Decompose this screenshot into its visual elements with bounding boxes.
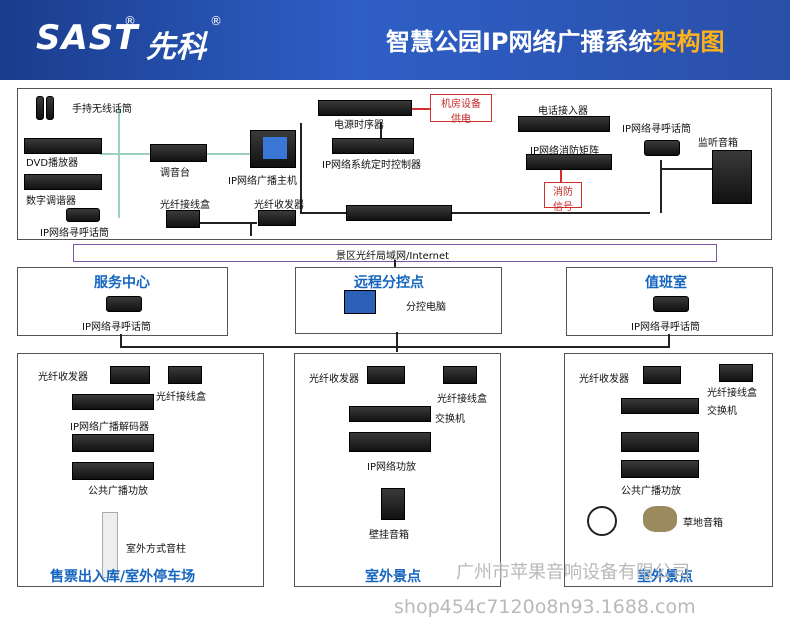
- remote-control-title: 远程分控点: [354, 275, 424, 291]
- bm-speaker: 壁挂音箱: [369, 530, 409, 541]
- paging-mic-icon-2: [644, 140, 680, 156]
- bm-switch: 交换机: [435, 414, 465, 425]
- monitor-speaker-icon: [712, 150, 752, 204]
- decoder-icon-bl: [72, 394, 154, 410]
- room-power-box: 机房设备供电: [430, 94, 492, 125]
- dvd-player-icon: [24, 138, 102, 154]
- fiber-box-icon: [166, 210, 200, 228]
- br-trx: 光纤收发器: [579, 374, 629, 385]
- service-center-box: 服务中心 IP网络寻呼话筒: [17, 267, 228, 336]
- amp2-icon-br: [621, 460, 699, 478]
- bottom-left-box: 光纤收发器 光纤接线盒 IP网络广播解码器 公共广播功放 室外方式音柱 售票出入…: [17, 353, 264, 587]
- label-phone: 电话接入器: [538, 106, 588, 117]
- bl-trx: 光纤收发器: [38, 372, 88, 383]
- br-amp: 公共广播功放: [621, 486, 681, 497]
- fire-signal-box: 消防信号: [544, 182, 582, 213]
- label-fire-matrix: IP网络消防矩阵: [530, 146, 599, 157]
- paging-mic-icon-3: [106, 296, 142, 312]
- bm-box: 光纤接线盒: [437, 394, 487, 405]
- wireless-mic-icon-2: [46, 96, 54, 120]
- mixer-icon: [150, 144, 207, 162]
- label-monitor: 监听音箱: [698, 138, 738, 149]
- paging-mic-icon-4: [653, 296, 689, 312]
- switch-icon-br: [621, 398, 699, 414]
- bm-caption: 室外景点: [365, 569, 421, 585]
- label-power-seq: 电源时序器: [334, 120, 384, 131]
- bl-decoder: IP网络广播解码器: [70, 422, 149, 433]
- timer-controller-icon: [332, 138, 414, 154]
- bottom-mid-box: 光纤收发器 光纤接线盒 交换机 IP网络功放 壁挂音箱 室外景点: [294, 353, 501, 587]
- network-switch-icon: [346, 205, 452, 221]
- page-title: 智慧公园IP网络广播系统架构图: [386, 28, 725, 56]
- fiber-box-icon-bl: [168, 366, 202, 384]
- label-wireless-mic: 手持无线话筒: [72, 104, 132, 115]
- fiber-box-icon-bm: [443, 366, 477, 384]
- remote-control-device: 分控电脑: [406, 302, 446, 313]
- br-box: 光纤接线盒: [707, 388, 757, 399]
- fiber-box-icon-br: [719, 364, 753, 382]
- watermark-company: 广州市苹果音响设备有限公司: [456, 562, 690, 583]
- duty-room-device: IP网络寻呼话筒: [631, 322, 700, 333]
- remote-control-box: 远程分控点 分控电脑: [295, 267, 502, 334]
- br-caption: 室外景点: [637, 569, 693, 585]
- logo-cn-reg: ®: [210, 14, 222, 28]
- watermark-shop: shop454c7120o8n93.1688.com: [394, 596, 696, 618]
- bm-amp: IP网络功放: [367, 462, 416, 473]
- phone-gateway-icon: [518, 116, 610, 132]
- label-paging-top: IP网络寻呼话筒: [622, 124, 691, 135]
- bl-speaker: 室外方式音柱: [126, 544, 186, 555]
- header-banner: SAST ® 先科 ® 智慧公园IP网络广播系统架构图: [0, 0, 790, 80]
- fiber-transceiver-icon: [258, 210, 296, 226]
- power-sequencer-icon: [318, 100, 412, 116]
- service-center-title: 服务中心: [94, 275, 150, 291]
- amp2-icon-bl: [72, 462, 154, 480]
- wall-speaker-icon: [381, 488, 405, 520]
- wireless-mic-icon: [36, 96, 44, 120]
- fire-matrix-icon: [526, 154, 612, 170]
- bl-caption: 售票出入库/室外停车场: [50, 569, 196, 585]
- lan-label: 景区光纤局域网/Internet: [336, 251, 450, 262]
- duty-room-title: 值班室: [645, 275, 687, 291]
- tuner-icon: [24, 174, 102, 190]
- label-timer: IP网络系统定时控制器: [322, 160, 421, 171]
- br-switch: 交换机: [707, 406, 737, 417]
- label-fiber-trx: 光纤收发器: [254, 200, 304, 211]
- label-paging-mic-1: IP网络寻呼话筒: [40, 228, 109, 239]
- logo-reg: ®: [124, 14, 136, 28]
- amp-icon-bl: [72, 434, 154, 452]
- label-dvd: DVD播放器: [26, 158, 79, 169]
- service-center-device: IP网络寻呼话筒: [82, 322, 151, 333]
- bm-trx: 光纤收发器: [309, 374, 359, 385]
- broadcast-host-icon: [250, 130, 296, 168]
- bottom-right-box: 光纤收发器 光纤接线盒 交换机 公共广播功放 草地音箱 室外景点: [564, 353, 773, 587]
- label-mixer: 调音台: [160, 168, 190, 179]
- label-host: IP网络广播主机: [228, 176, 297, 187]
- computer-icon: [344, 290, 376, 314]
- paging-mic-icon: [66, 208, 100, 222]
- ip-amp-icon-bm: [349, 432, 431, 452]
- panda-icon: [587, 506, 617, 536]
- bl-amp: 公共广播功放: [88, 486, 148, 497]
- fiber-transceiver-icon-br: [643, 366, 681, 384]
- br-speaker: 草地音箱: [683, 518, 723, 529]
- column-speaker-icon: [102, 512, 118, 578]
- fiber-transceiver-icon-bl: [110, 366, 150, 384]
- bl-box: 光纤接线盒: [156, 392, 206, 403]
- switch-icon-bm: [349, 406, 431, 422]
- duty-room-box: 值班室 IP网络寻呼话筒: [566, 267, 773, 336]
- fiber-transceiver-icon-bm: [367, 366, 405, 384]
- label-fiber-box: 光纤接线盒: [160, 200, 210, 211]
- amp-icon-br: [621, 432, 699, 452]
- logo-cn: 先科: [146, 30, 206, 65]
- label-tuner: 数字调谐器: [26, 196, 76, 207]
- rock-speaker-icon: [643, 506, 677, 532]
- logo-text: SAST: [36, 18, 139, 58]
